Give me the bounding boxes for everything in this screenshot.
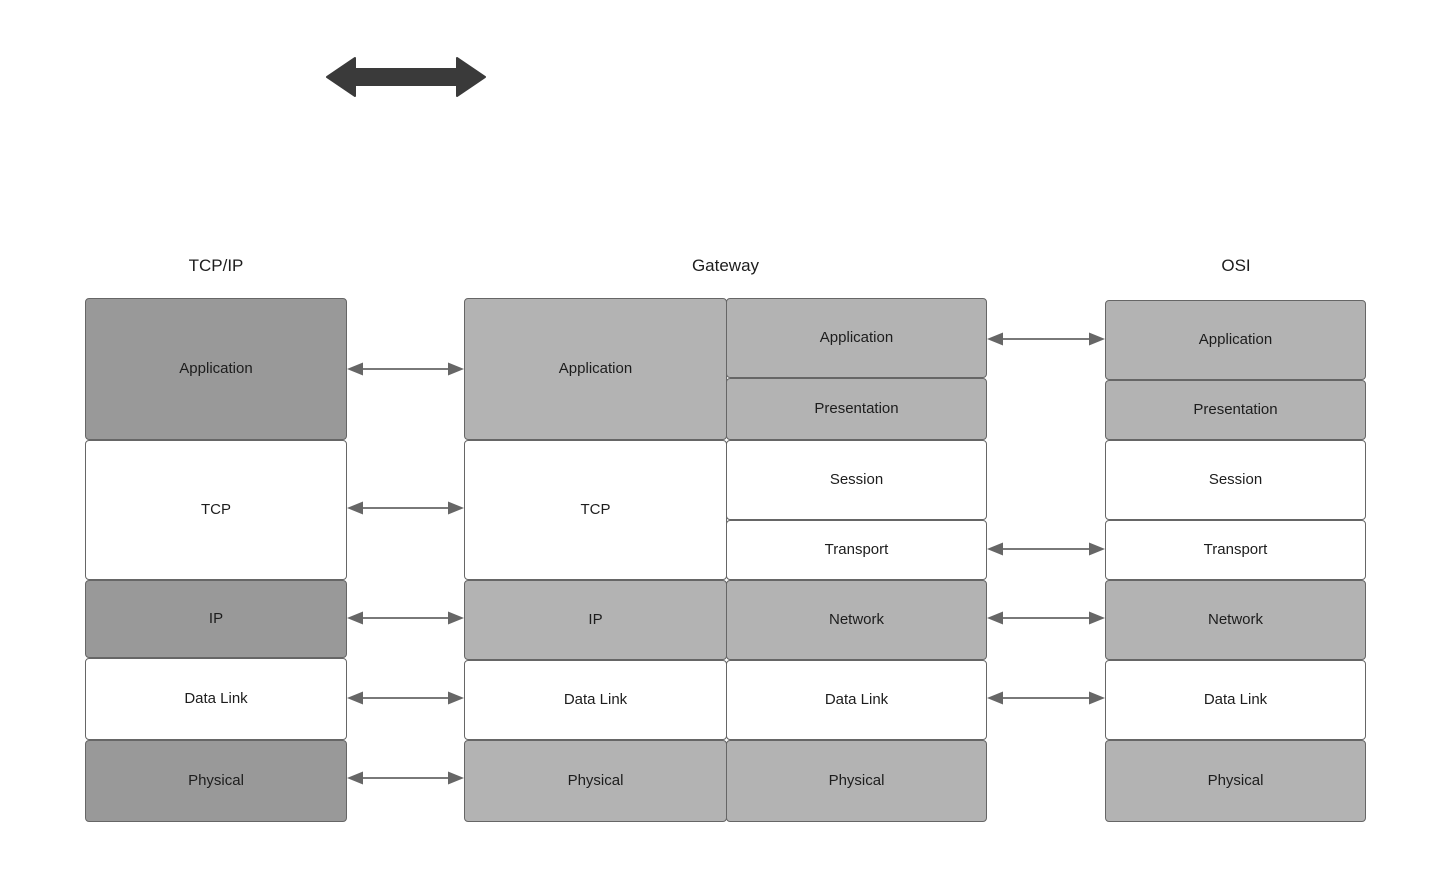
column-title-tcpip: TCP/IP — [188, 256, 244, 275]
layer-osi-presentation[interactable]: Presentation — [1105, 380, 1366, 440]
connector-tcpip-gateway-ip — [347, 607, 464, 629]
layer-osi-application[interactable]: Application — [1105, 300, 1366, 380]
layer-tcpip-ip[interactable]: IP — [85, 580, 347, 658]
connector-tcpip-gateway-data-link — [347, 687, 464, 709]
connector-gateway-osi-network — [987, 607, 1105, 629]
layer-tcpip-physical[interactable]: Physical — [85, 740, 347, 822]
layer-gateway-right-application[interactable]: Application — [726, 298, 987, 378]
connector-gateway-osi-transport — [987, 538, 1105, 560]
connector-gateway-osi-data-link — [987, 687, 1105, 709]
layer-gateway-left-application[interactable]: Application — [464, 298, 727, 440]
connector-tcpip-gateway-tcp — [347, 497, 464, 519]
connector-tcpip-gateway-application — [347, 358, 464, 380]
layer-gateway-right-network[interactable]: Network — [726, 580, 987, 660]
layer-osi-transport[interactable]: Transport — [1105, 520, 1366, 580]
layer-osi-network[interactable]: Network — [1105, 580, 1366, 660]
connector-tcpip-gateway-physical — [347, 767, 464, 789]
column-title-gateway: Gateway — [691, 256, 760, 275]
layer-osi-data-link[interactable]: Data Link — [1105, 660, 1366, 740]
layer-gateway-left-ip[interactable]: IP — [464, 580, 727, 660]
layer-osi-physical[interactable]: Physical — [1105, 740, 1366, 822]
layer-tcpip-application[interactable]: Application — [85, 298, 347, 440]
column-title-osi: OSI — [1221, 256, 1251, 275]
layer-gateway-left-tcp[interactable]: TCP — [464, 440, 727, 580]
bidirectional-arrow-icon — [325, 54, 487, 100]
layer-tcpip-data-link[interactable]: Data Link — [85, 658, 347, 740]
connector-gateway-osi-application — [987, 328, 1105, 350]
layer-gateway-right-session[interactable]: Session — [726, 440, 987, 520]
layer-tcpip-tcp[interactable]: TCP — [85, 440, 347, 580]
layer-gateway-left-physical[interactable]: Physical — [464, 740, 727, 822]
layer-gateway-right-transport[interactable]: Transport — [726, 520, 987, 580]
layer-gateway-right-data-link[interactable]: Data Link — [726, 660, 987, 740]
layer-osi-session[interactable]: Session — [1105, 440, 1366, 520]
layer-gateway-right-presentation[interactable]: Presentation — [726, 378, 987, 440]
layer-gateway-left-data-link[interactable]: Data Link — [464, 660, 727, 740]
layer-gateway-right-physical[interactable]: Physical — [726, 740, 987, 822]
